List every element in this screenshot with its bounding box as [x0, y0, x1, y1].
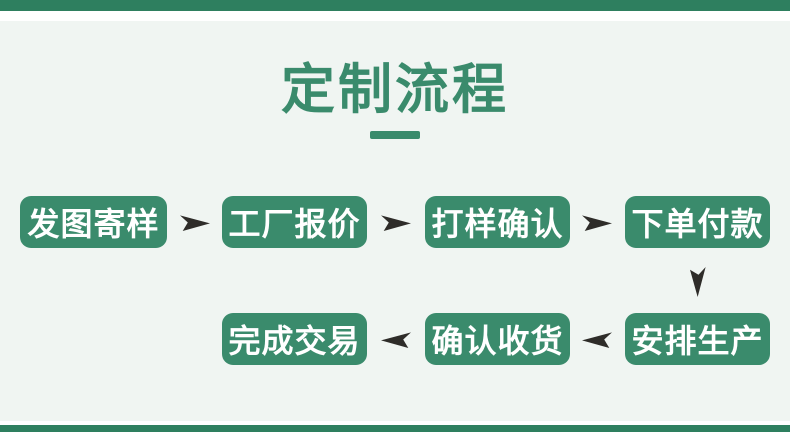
bottom-white-strip [0, 421, 790, 425]
flow-step-order-payment: 下单付款 [625, 196, 770, 248]
down-arrow-icon [690, 267, 706, 297]
flow-step-arrange-production: 安排生产 [625, 313, 770, 365]
flow-step-complete-deal: 完成交易 [222, 313, 367, 365]
right-arrow-icon [582, 215, 612, 231]
page-title: 定制流程 [281, 60, 509, 120]
top-border-bar [0, 0, 790, 11]
right-arrow-icon [180, 215, 210, 231]
left-arrow-icon [582, 332, 612, 348]
flow-step-confirm-receipt: 确认收货 [425, 313, 570, 365]
flow-step-factory-quote: 工厂报价 [222, 196, 367, 248]
flow-step-send-samples: 发图寄样 [20, 196, 167, 248]
title-underline [370, 131, 420, 139]
left-arrow-icon [381, 332, 411, 348]
flow-step-proof-confirm: 打样确认 [425, 196, 570, 248]
bottom-border-bar [0, 425, 790, 432]
top-white-strip [0, 11, 790, 21]
right-arrow-icon [381, 215, 411, 231]
